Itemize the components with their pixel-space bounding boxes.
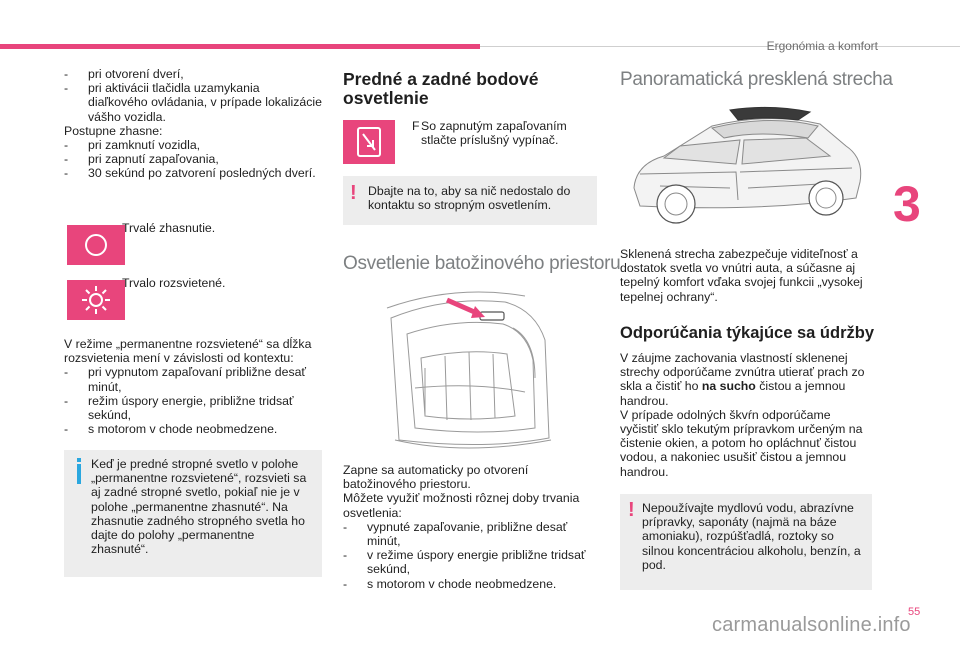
info-icon	[77, 458, 81, 484]
list-item: pri zapnutí zapaľovania,	[64, 152, 322, 166]
list-item: s motorom v chode neobmedzene.	[343, 577, 599, 591]
car-roof-illustration	[620, 102, 870, 232]
list-item: vypnuté zapaľovanie, približne desať min…	[343, 520, 599, 548]
list-item: pri aktivácii tlačidla uzamykania diaľko…	[64, 81, 322, 124]
permanent-off-label: Trvalé zhasnutie.	[122, 221, 216, 235]
section-title-roof: Panoramatická presklená strecha	[620, 69, 893, 90]
warning-icon: !	[628, 499, 635, 521]
info-note-text: Keď je predné stropné svetlo v polohe „p…	[91, 457, 307, 557]
permanent-off-icon	[67, 225, 125, 265]
trunk-text: Zapne sa automaticky po otvorení batožin…	[343, 463, 599, 591]
text-span: V záujme zachovania vlastností sklenenej…	[620, 351, 865, 394]
list-trunk-duration: vypnuté zapaľovanie, približne desať min…	[343, 520, 599, 591]
warning-note-roof: ! Nepoužívajte mydlovú vodu, abrazívne p…	[620, 494, 872, 590]
turn-off-label: Postupne zhasne:	[64, 123, 163, 138]
list-lights-off: pri zamknutí vozidla, pri zapnutí zapaľo…	[64, 138, 322, 181]
permanent-on-label: Trvalo rozsvietené.	[122, 276, 226, 290]
title-line: osvetlenie	[343, 88, 429, 108]
list-item: v režime úspory energie približne tridsa…	[343, 548, 599, 576]
header-accent-bar	[0, 44, 480, 49]
section-title: Ergonómia a komfort	[766, 39, 878, 53]
list-item: s motorom v chode neobmedzene.	[64, 422, 322, 436]
list-duration: pri vypnutom zapaľovaní približne desať …	[64, 365, 322, 436]
trunk-paragraph-1: Zapne sa automaticky po otvorení batožin…	[343, 463, 529, 492]
col1-mode-text: V režime „permanentne rozsvietené“ sa dĺ…	[64, 337, 322, 437]
trunk-paragraph-2: Môžete využiť možnosti rôznej doby trvan…	[343, 491, 580, 520]
maintenance-text: V záujme zachovania vlastností sklenenej…	[620, 351, 872, 479]
info-note: Keď je predné stropné svetlo v polohe „p…	[64, 450, 322, 577]
switch-instruction: So zapnutým zapaľovaním stlačte príslušn…	[421, 119, 567, 148]
list-item: pri zamknutí vozidla,	[64, 138, 322, 152]
warning-note-spotlight: ! Dbajte na to, aby sa nič nedostalo do …	[343, 176, 597, 225]
emphasis-dry: na sucho	[701, 379, 756, 394]
page-number: 55	[908, 606, 921, 618]
text-span: čistou a jemnou handrou.	[620, 379, 846, 408]
warning-text: Nepoužívajte mydlovú vodu, abrazívne prí…	[642, 501, 861, 572]
header-rule	[480, 46, 960, 47]
section-title-maintenance: Odporúčania týkajúce sa údržby	[620, 324, 874, 342]
maintenance-paragraph-1: V záujme zachovania vlastností sklenenej…	[620, 351, 872, 408]
spotlight-switch-icon	[343, 120, 395, 164]
warning-text: Dbajte na to, aby sa nič nedostalo do ko…	[368, 184, 571, 213]
watermark: carmanualsonline.info	[712, 614, 911, 636]
mode-paragraph: V režime „permanentne rozsvietené“ sa dĺ…	[64, 337, 312, 366]
section-title-trunk: Osvetlenie batožinového priestoru	[343, 253, 621, 274]
list-item: pri otvorení dverí,	[64, 67, 322, 81]
list-item: režim úspory energie, približne tridsať …	[64, 394, 322, 422]
switch-bullet: F	[412, 119, 420, 133]
warning-icon: !	[350, 182, 357, 204]
maintenance-paragraph-2: V prípade odolných škvŕn odporúčame vyči…	[620, 407, 863, 479]
list-item: 30 sekúnd po zatvorení posledných dverí.	[64, 166, 322, 180]
list-item: pri vypnutom zapaľovaní približne desať …	[64, 365, 322, 393]
roof-description: Sklenená strecha zabezpečuje viditeľnosť…	[620, 247, 863, 304]
trunk-illustration	[385, 288, 555, 456]
title-line: Predné a zadné bodové	[343, 69, 539, 89]
permanent-on-icon	[67, 280, 125, 320]
col1-top-text: pri otvorení dverí, pri aktivácii tlačid…	[64, 67, 322, 181]
section-title-spotlights: Predné a zadné bodové osvetlenie	[343, 70, 538, 108]
list-lights-on: pri otvorení dverí, pri aktivácii tlačid…	[64, 67, 322, 124]
chapter-number: 3	[893, 176, 921, 232]
